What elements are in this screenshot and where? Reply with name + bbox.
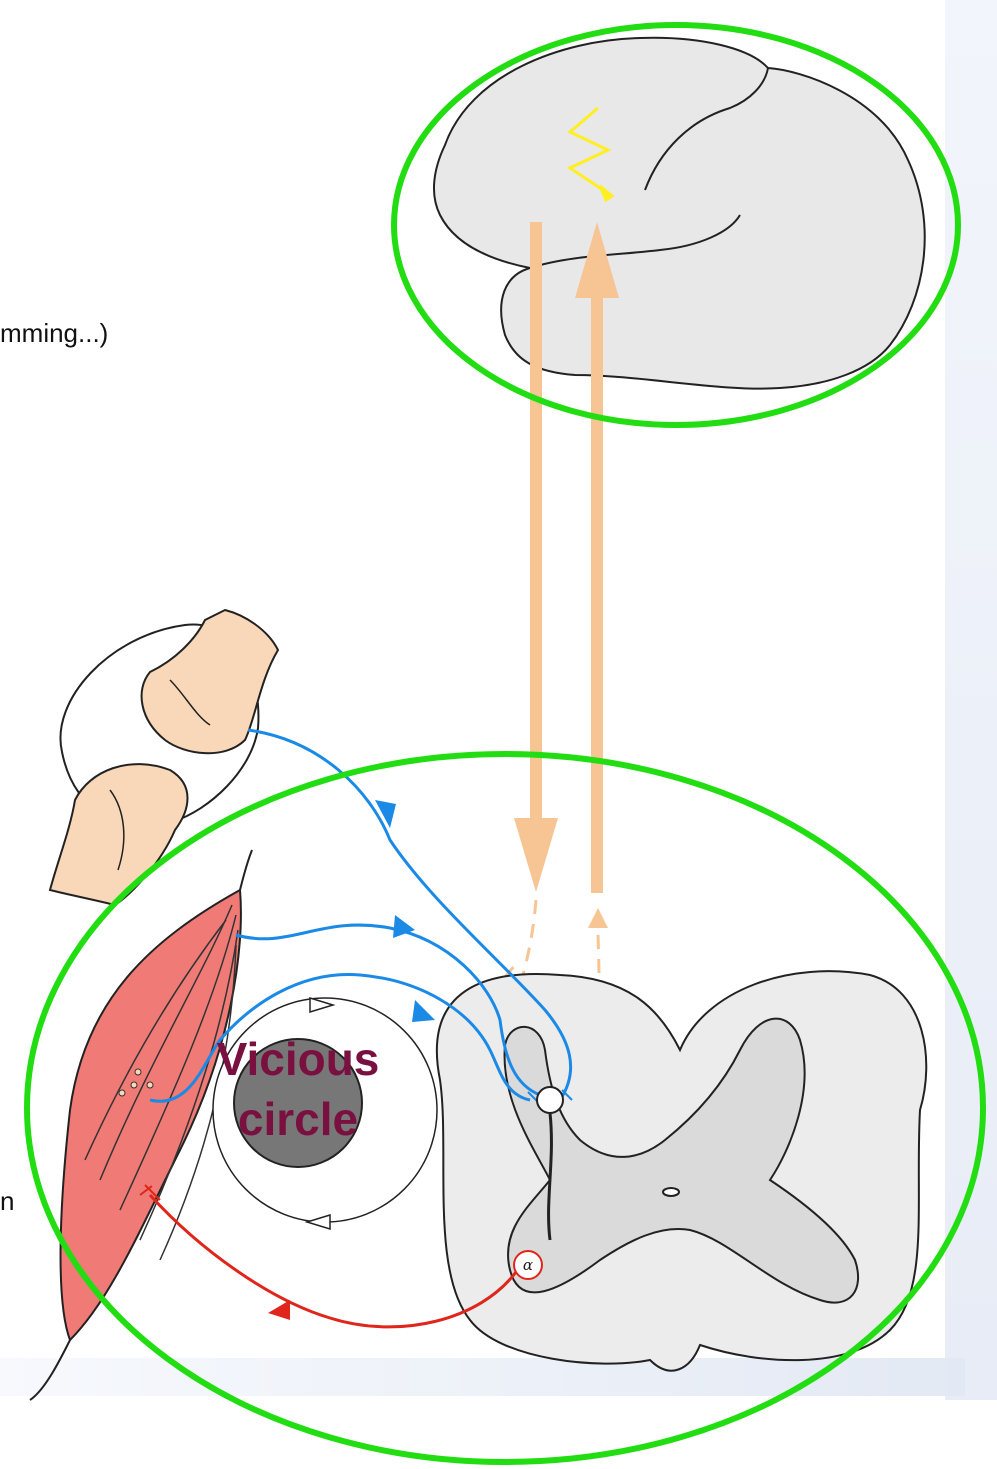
vicious-circle-label-line1: Vicious <box>217 1033 380 1085</box>
vicious-circle: Vicious circle <box>213 998 437 1229</box>
alpha-motor-neuron: α <box>514 1251 542 1279</box>
vicious-circle-label-line2: circle <box>238 1093 358 1145</box>
brain <box>434 38 925 389</box>
alpha-label: α <box>523 1256 533 1274</box>
spinal-cord <box>437 971 926 1370</box>
